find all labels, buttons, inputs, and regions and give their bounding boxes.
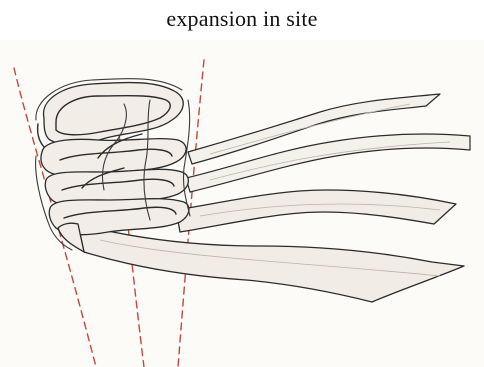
- caption-title: expansion in site: [0, 6, 484, 32]
- coil-stack: [36, 79, 190, 252]
- expansion-sketch: [0, 40, 484, 367]
